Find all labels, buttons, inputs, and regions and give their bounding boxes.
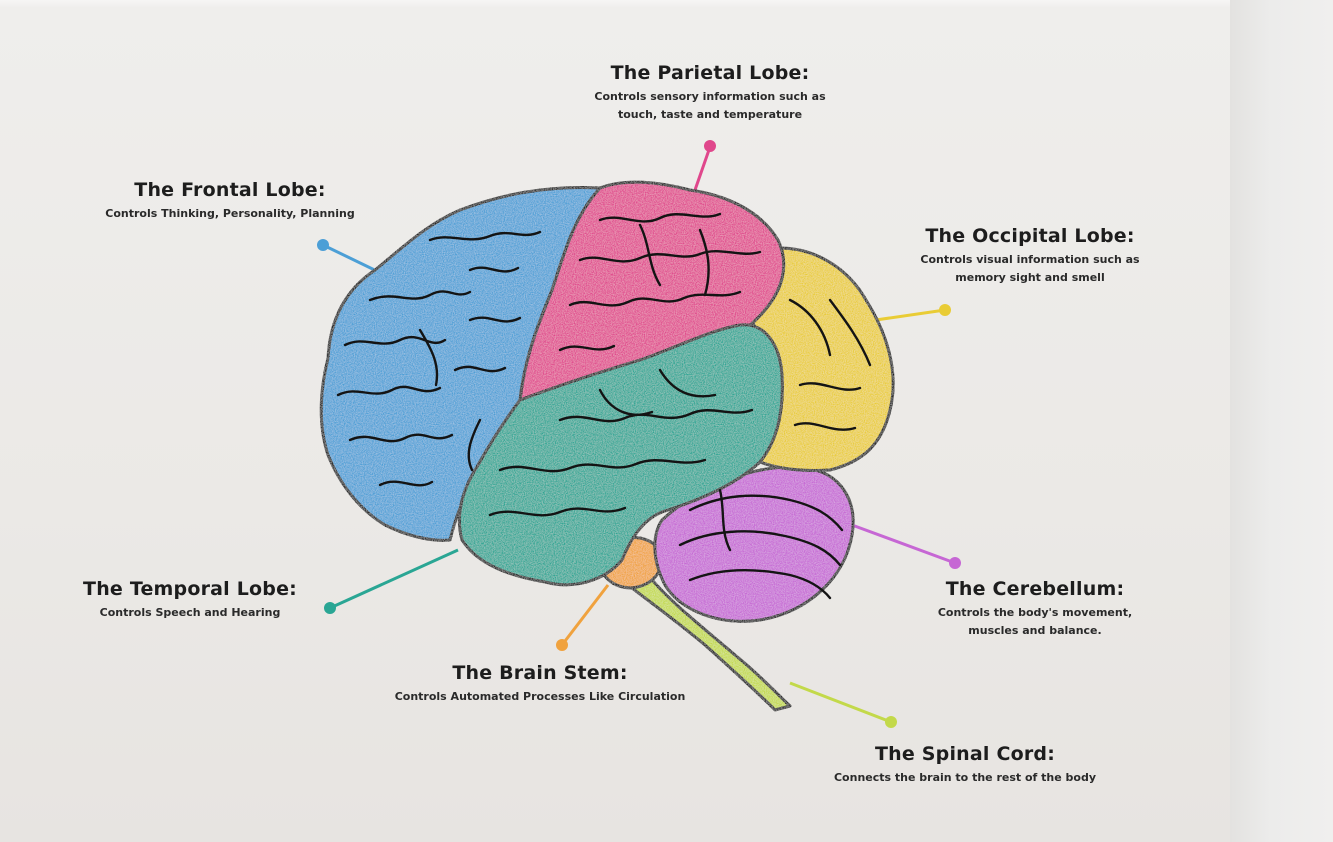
cerebellum-desc-2: muscles and balance. [968, 624, 1102, 637]
temporal-region [457, 323, 784, 587]
brainstem-label: The Brain Stem: Controls Automated Proce… [340, 662, 740, 706]
wall-shadow [1230, 0, 1333, 842]
brain-folds [336, 212, 872, 600]
parietal-title: The Parietal Lobe: [610, 62, 810, 84]
cerebellum-desc-1: Controls the body's movement, [937, 606, 1133, 619]
parietal-label: The Parietal Lobe: Controls sensory info… [545, 62, 875, 124]
frontal-title: The Frontal Lobe: [134, 179, 326, 201]
temporal-leader [329, 548, 459, 610]
cerebellum-label: The Cerebellum: Controls the body's move… [895, 578, 1175, 640]
brainstem-leader-dot [556, 639, 568, 651]
frontal-desc-1: Controls Thinking, Personality, Planning [105, 207, 355, 220]
parietal-desc-2: touch, taste and temperature [617, 108, 803, 121]
occipital-title: The Occipital Lobe: [925, 225, 1135, 247]
temporal-leader-dot [324, 602, 336, 614]
cerebellum-leader [851, 523, 956, 565]
cerebellum-leader-dot [949, 557, 961, 569]
occipital-desc-2: memory sight and smell [955, 271, 1105, 284]
spinalcord-label: The Spinal Cord: Connects the brain to t… [785, 743, 1145, 787]
occipital-leader-dot [939, 304, 951, 316]
spinalcord-leader [789, 681, 892, 724]
parietal-leader-dot [704, 140, 716, 152]
poster-top-edge [0, 0, 1230, 8]
frontal-leader-dot [317, 239, 329, 251]
temporal-label: The Temporal Lobe: Controls Speech and H… [50, 578, 330, 622]
spinalcord-desc-1: Connects the brain to the rest of the bo… [833, 771, 1096, 784]
temporal-desc-1: Controls Speech and Hearing [99, 606, 281, 619]
spinalcord-title: The Spinal Cord: [874, 743, 1056, 765]
brainstem-title: The Brain Stem: [452, 662, 628, 684]
spinal-cord-region [626, 573, 792, 712]
spinalcord-leader-dot [885, 716, 897, 728]
temporal-title: The Temporal Lobe: [83, 578, 297, 600]
brainstem-leader [560, 584, 610, 646]
occipital-label: The Occipital Lobe: Controls visual info… [880, 225, 1180, 287]
occipital-desc-1: Controls visual information such as [920, 253, 1140, 266]
cerebellum-region [653, 465, 855, 623]
cerebellum-title: The Cerebellum: [945, 578, 1125, 600]
frontal-region [319, 186, 602, 542]
parietal-leader [693, 146, 712, 191]
frontal-label: The Frontal Lobe: Controls Thinking, Per… [60, 179, 400, 223]
brainstem-desc-1: Controls Automated Processes Like Circul… [394, 690, 686, 703]
parietal-desc-1: Controls sensory information such as [594, 90, 826, 103]
